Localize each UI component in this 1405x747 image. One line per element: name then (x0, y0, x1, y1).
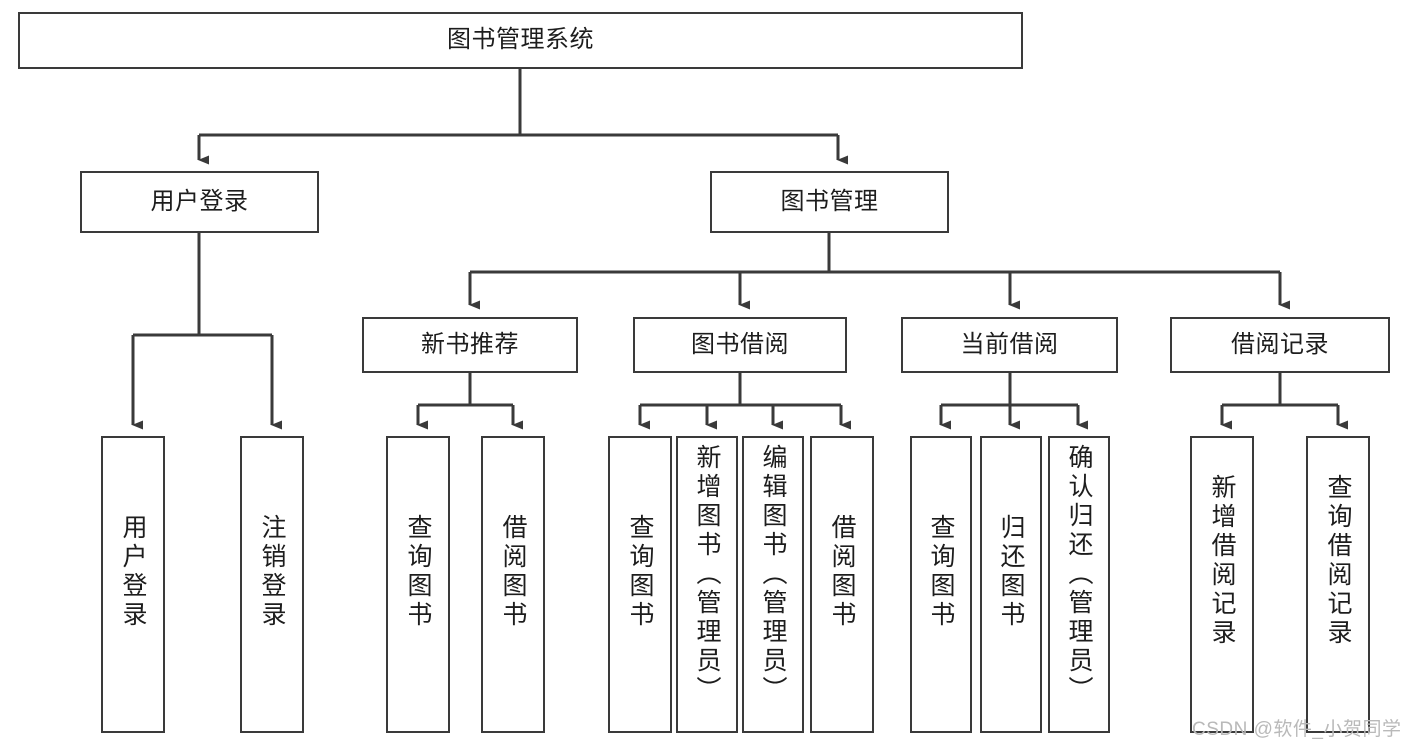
node-borrow-record[interactable]: 借阅记录 (1170, 317, 1390, 373)
node-label: 图书管理系统 (447, 26, 594, 54)
leaf-edit-book-admin[interactable]: 编辑图书（管理员） (742, 436, 804, 733)
leaf-borrow-book-recommend[interactable]: 借阅图书 (481, 436, 545, 733)
node-current-borrow[interactable]: 当前借阅 (901, 317, 1118, 373)
node-label: 借阅图书 (499, 514, 527, 630)
node-label: 借阅记录 (1231, 330, 1329, 358)
leaf-user-logout[interactable]: 注销登录 (240, 436, 304, 733)
node-label: 当前借阅 (960, 330, 1059, 358)
node-book-management[interactable]: 图书管理 (710, 171, 949, 233)
node-book-borrow[interactable]: 图书借阅 (633, 317, 847, 373)
node-label: 用户登录 (119, 514, 147, 630)
node-label: 查询借阅记录 (1324, 474, 1352, 648)
node-label: 归还图书 (997, 514, 1025, 630)
leaf-confirm-return-admin[interactable]: 确认归还（管理员） (1048, 436, 1110, 733)
leaf-user-login[interactable]: 用户登录 (101, 436, 165, 733)
node-label: 新增借阅记录 (1208, 474, 1236, 648)
node-label: 用户登录 (150, 187, 249, 215)
node-root-book-management-system[interactable]: 图书管理系统 (18, 12, 1023, 69)
leaf-borrow-book[interactable]: 借阅图书 (810, 436, 874, 733)
leaf-query-book-current[interactable]: 查询图书 (910, 436, 972, 733)
node-new-book-recommend[interactable]: 新书推荐 (362, 317, 578, 373)
node-user-login[interactable]: 用户登录 (80, 171, 319, 233)
node-label: 查询图书 (927, 514, 955, 630)
node-label: 查询图书 (626, 514, 654, 630)
node-label: 新书推荐 (421, 330, 519, 358)
node-label: 借阅图书 (828, 514, 856, 630)
node-label: 图书借阅 (691, 330, 789, 358)
leaf-add-borrow-record[interactable]: 新增借阅记录 (1190, 436, 1254, 733)
node-label: 新增图书（管理员） (693, 444, 721, 705)
leaf-add-book-admin[interactable]: 新增图书（管理员） (676, 436, 738, 733)
leaf-return-book[interactable]: 归还图书 (980, 436, 1042, 733)
leaf-query-book-borrow[interactable]: 查询图书 (608, 436, 672, 733)
node-label: 确认归还（管理员） (1065, 444, 1093, 705)
leaf-query-borrow-record[interactable]: 查询借阅记录 (1306, 436, 1370, 733)
node-label: 图书管理 (780, 187, 879, 215)
leaf-query-book-recommend[interactable]: 查询图书 (386, 436, 450, 733)
node-label: 注销登录 (258, 514, 286, 630)
node-label: 编辑图书（管理员） (759, 444, 787, 705)
node-label: 查询图书 (404, 514, 432, 630)
watermark-csdn: CSDN @软件_小贺同学 (1192, 719, 1402, 740)
